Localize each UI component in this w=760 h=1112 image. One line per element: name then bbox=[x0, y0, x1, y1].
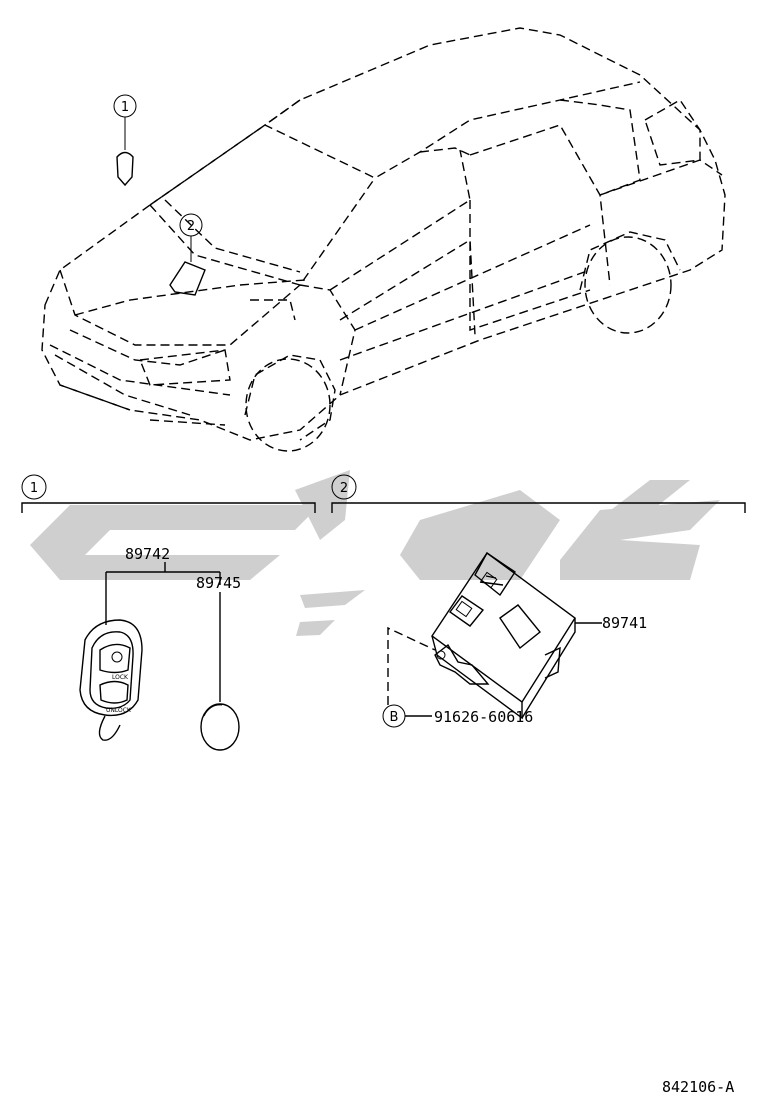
key-ring-loop bbox=[98, 715, 121, 741]
lock-icon bbox=[111, 651, 123, 663]
part-label-receiver: 89741 bbox=[602, 614, 647, 632]
callout-number: 2 bbox=[187, 219, 195, 234]
lock-label: LOCK bbox=[112, 674, 129, 681]
coin-battery bbox=[200, 703, 240, 751]
bolt-callout-letter: B bbox=[390, 710, 399, 725]
bolt-callout: B bbox=[382, 626, 436, 728]
key-fob: LOCK UNLOCK bbox=[79, 619, 143, 741]
callout-number: 1 bbox=[30, 481, 38, 496]
vehicle-outline bbox=[41, 27, 726, 452]
lock-button bbox=[99, 643, 131, 674]
part-label-bolt: 91626-60616 bbox=[434, 708, 533, 726]
car-callout-2: 2 bbox=[169, 213, 206, 296]
group-1-bracket: 1 bbox=[21, 474, 316, 513]
callout-number: 2 bbox=[340, 481, 348, 496]
car-callout-1: 1 bbox=[113, 94, 137, 187]
part-label-battery: 89745 bbox=[196, 574, 241, 592]
callout-number: 1 bbox=[121, 100, 129, 115]
unlock-label: UNLOCK bbox=[106, 707, 132, 714]
figure-code: 842106-A bbox=[662, 1078, 734, 1096]
watermark-logo bbox=[30, 470, 720, 636]
unlock-button bbox=[99, 680, 129, 704]
group-2-bracket: 2 bbox=[331, 474, 746, 513]
part-label-transmitter: 89742 bbox=[125, 545, 170, 563]
transmitter-leader bbox=[105, 562, 221, 625]
